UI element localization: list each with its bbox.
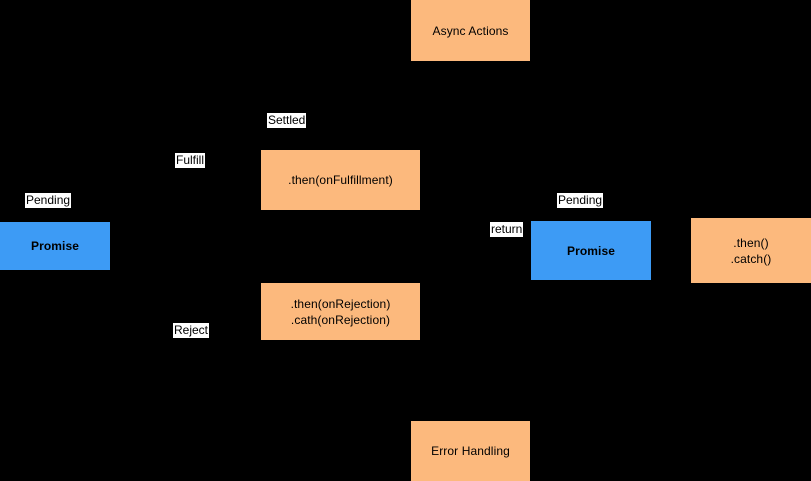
node-then-catch[interactable]: .then() .catch() — [691, 218, 811, 283]
node-then-onfulfillment[interactable]: .then(onFulfillment) — [261, 150, 420, 210]
node-error-handling[interactable]: Error Handling — [411, 421, 530, 481]
edge-label-pending-left: Pending — [25, 193, 72, 208]
edge-label-fulfill: Fulfill — [175, 153, 206, 168]
edge-label-settled: Settled — [267, 113, 307, 128]
node-label-line-2: .cath(onRejection) — [290, 312, 391, 327]
edge-label-reject: Reject — [173, 323, 210, 338]
node-label-line-1: .then(onRejection) — [290, 296, 391, 311]
node-label: Error Handling — [431, 444, 510, 458]
edge-label-return: return — [490, 222, 524, 237]
node-promise-right[interactable]: Promise — [531, 221, 651, 280]
node-promise-left[interactable]: Promise — [0, 222, 110, 270]
node-label: Async Actions — [432, 23, 509, 38]
node-then-catch-onrejection[interactable]: .then(onRejection) .cath(onRejection) — [261, 283, 420, 340]
node-label-line-2: .catch() — [730, 251, 772, 266]
node-label-line-1: .then() — [733, 235, 769, 250]
node-label: .then(onFulfillment) — [288, 173, 393, 187]
node-async-actions[interactable]: Async Actions — [411, 0, 530, 61]
node-label: Promise — [566, 243, 616, 258]
edge-label-pending-right: Pending — [557, 193, 604, 208]
node-label: Promise — [30, 239, 80, 253]
